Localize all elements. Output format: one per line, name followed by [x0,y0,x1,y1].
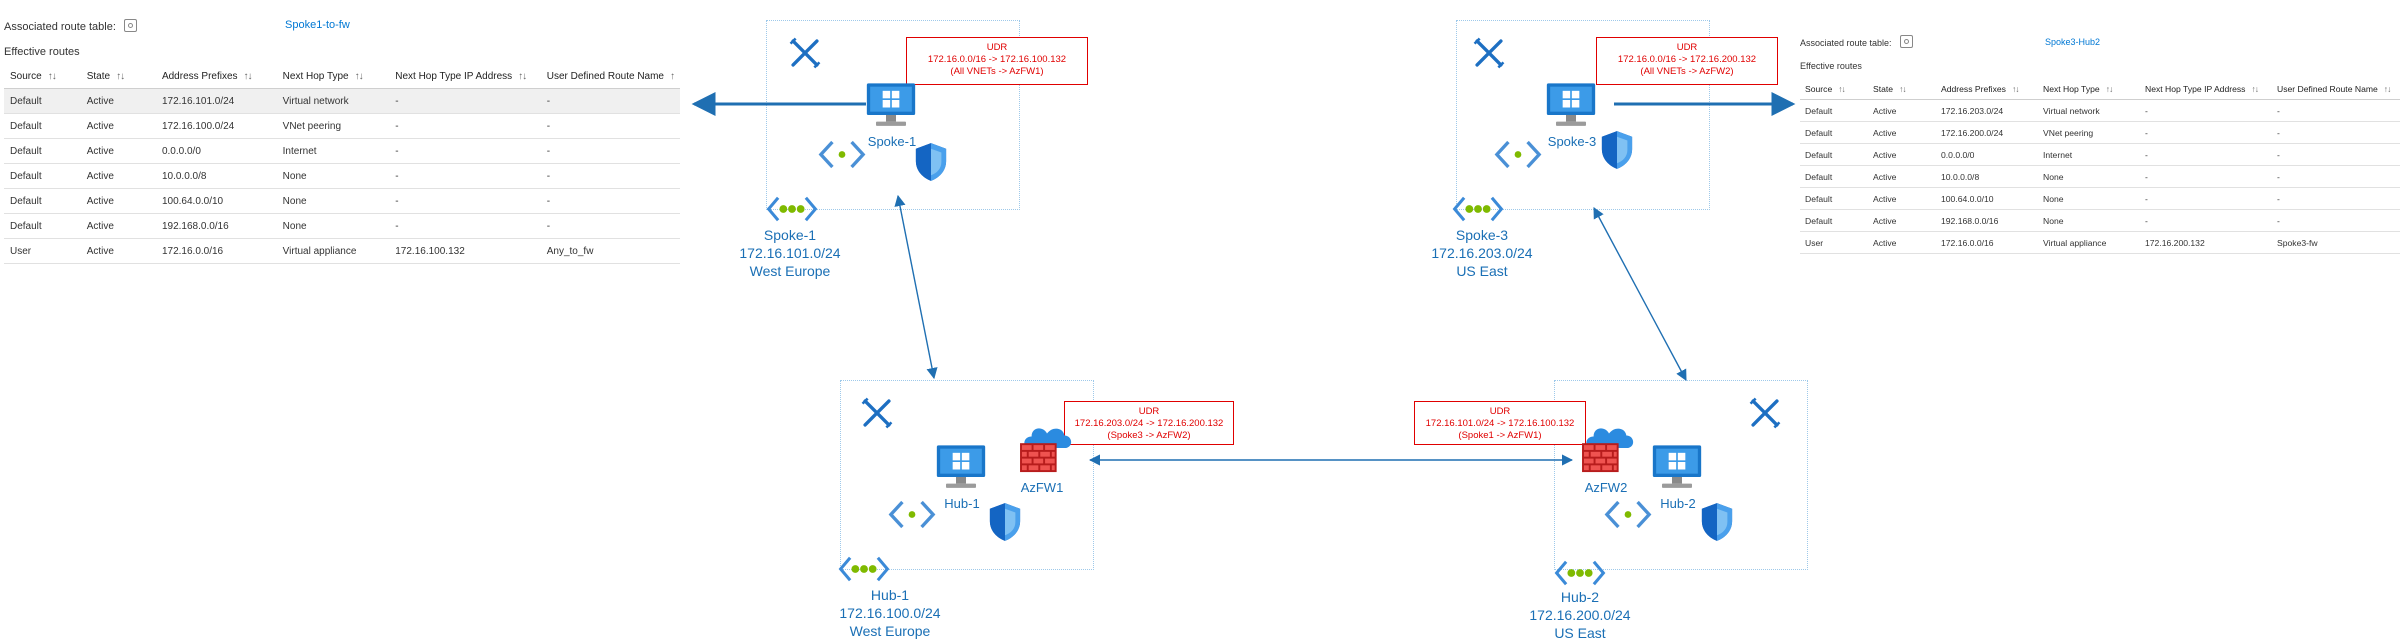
route-table-1: Source↑↓ State↑↓ Address Prefixes↑↓ Next… [4,64,680,264]
hub2-vm-label: Hub-2 [1660,496,1696,511]
table-header-row: Source↑↓ State↑↓ Address Prefixes↑↓ Next… [1800,78,2400,100]
vnet-icon [1554,560,1606,586]
vnet-icon [766,196,818,222]
effective-routes-label-1: Effective routes [4,46,80,58]
column-header-next-hop-type[interactable]: Next Hop Type↑↓ [276,64,390,89]
firewall-icon[interactable] [1018,422,1076,474]
effective-routes-label-2: Effective routes [1800,61,1862,71]
spoke1-vnet-box [766,20,1020,210]
hub1-vm-label: Hub-1 [944,496,980,511]
azfw2-label: AzFW2 [1584,480,1628,495]
associated-route-table-label: Associated route table: [1800,38,1892,48]
column-header-source[interactable]: Source↑↓ [4,64,81,89]
hub1-vnet-box [840,380,1094,570]
shield-icon [1600,130,1634,170]
shield-icon [914,142,948,182]
column-header-next-hop-type[interactable]: Next Hop Type↑↓ [2038,78,2140,100]
route-table-icon [1748,396,1782,430]
udr-box-hub1: UDR 172.16.203.0/24 -> 172.16.200.132 (S… [1064,401,1234,445]
sort-icon[interactable]: ↑↓ [354,70,364,82]
column-header-address-prefixes[interactable]: Address Prefixes↑↓ [155,64,277,89]
peering-icon [818,140,866,169]
route-table-1-header: Associated route table: [4,17,138,35]
settings-icon[interactable] [1900,35,1914,49]
spoke1-vm-label: Spoke-1 [867,134,917,149]
firewall-icon[interactable] [1580,422,1638,474]
spoke3-vm-label: Spoke-3 [1547,134,1597,149]
azfw1-label: AzFW1 [1020,480,1064,495]
sort-icon[interactable]: ↑↓ [2383,83,2392,94]
sort-icon[interactable]: ↑↓ [2011,83,2020,94]
udr-box-spoke1: UDR 172.16.0.0/16 -> 172.16.100.132 (All… [906,37,1088,85]
column-header-udr-name[interactable]: User Defined Route Name↑↓ [2272,78,2400,100]
column-header-source[interactable]: Source↑↓ [1800,78,1868,100]
spoke3-hub2-peering-link [1593,207,1687,381]
vnet-icon [1452,196,1504,222]
hub2-vnet-label: Hub-2 172.16.200.0/24 US East [1529,589,1631,641]
peering-icon [1604,500,1652,529]
sort-icon[interactable]: ↑↓ [116,70,125,82]
route-table-icon [860,396,894,430]
vm-icon[interactable] [1546,82,1596,128]
peering-icon [1494,140,1542,169]
sort-icon[interactable]: ↑ [670,70,675,82]
peering-icon [888,500,936,529]
route-table-2-header: Associated route table: [1800,33,1914,51]
sort-icon[interactable]: ↑↓ [2105,83,2114,94]
udr-box-hub2: UDR 172.16.101.0/24 -> 172.16.100.132 (S… [1414,401,1586,445]
vm-icon[interactable] [1652,444,1702,490]
column-header-state[interactable]: State↑↓ [1868,78,1936,100]
sort-icon[interactable]: ↑↓ [47,70,57,82]
route-table-1-link[interactable]: Spoke1-to-fw [285,19,350,31]
vm-icon[interactable] [866,82,916,128]
hub1-vnet-label: Hub-1 172.16.100.0/24 West Europe [839,587,941,639]
associated-route-table-label: Associated route table: [4,21,116,33]
vm-icon[interactable] [936,444,986,490]
settings-icon[interactable] [124,19,138,33]
vnet-icon [838,556,890,582]
route-table-icon [788,36,822,70]
column-header-next-hop-ip[interactable]: Next Hop Type IP Address↑↓ [2140,78,2272,100]
udr-box-spoke3: UDR 172.16.0.0/16 -> 172.16.200.132 (All… [1596,37,1778,85]
sort-icon[interactable]: ↑↓ [518,70,527,82]
spoke1-vnet-label: Spoke-1 172.16.101.0/24 West Europe [739,227,841,279]
column-header-udr-name[interactable]: User Defined Route Name↑ [540,64,680,89]
sort-icon[interactable]: ↑↓ [243,70,253,82]
sort-icon[interactable]: ↑↓ [1899,83,1907,94]
spoke1-hub1-peering-link [894,194,938,380]
shield-icon [988,502,1022,542]
route-table-2-link[interactable]: Spoke3-Hub2 [2045,37,2101,47]
column-header-address-prefixes[interactable]: Address Prefixes↑↓ [1936,78,2038,100]
sort-icon[interactable]: ↑↓ [1838,83,1846,94]
column-header-next-hop-ip[interactable]: Next Hop Type IP Address↑↓ [389,64,541,89]
spoke3-vnet-box [1456,20,1710,210]
table-header-row: Source↑↓ State↑↓ Address Prefixes↑↓ Next… [4,64,680,89]
shield-icon [1700,502,1734,542]
column-header-state[interactable]: State↑↓ [80,64,156,89]
spoke3-vnet-label: Spoke-3 172.16.203.0/24 US East [1431,227,1533,279]
route-table-2: Source↑↓ State↑↓ Address Prefixes↑↓ Next… [1800,78,2400,254]
route-table-icon [1472,36,1506,70]
sort-icon[interactable]: ↑↓ [2251,83,2259,94]
